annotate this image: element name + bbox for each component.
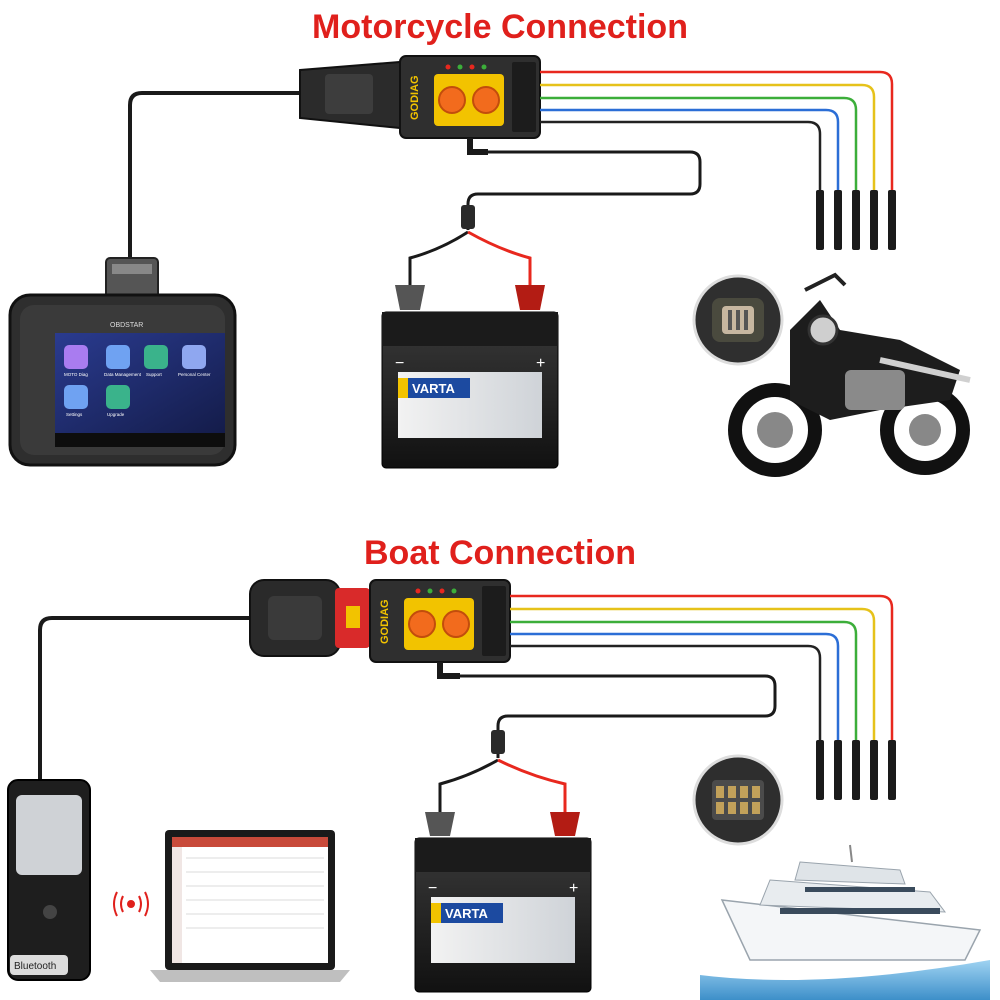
battery-top: − + VARTA xyxy=(381,311,559,469)
bluetooth-label: Bluetooth xyxy=(14,961,56,972)
varta-brand-label-bottom: VARTA xyxy=(445,906,488,921)
motorcycle-connection-title: Motorcycle Connection xyxy=(312,8,688,46)
godiag-brand-label: GODIAG xyxy=(409,75,421,120)
app-label-data-management: Data Management xyxy=(104,372,142,377)
battery-pos-lead-bottom xyxy=(497,758,567,820)
app-icon-moto-diag[interactable] xyxy=(64,345,88,369)
wire-black-bottom xyxy=(510,644,822,742)
app-icon-settings[interactable] xyxy=(64,385,88,409)
app-label-upgrade: Upgrade xyxy=(107,412,125,417)
godiag-breakout-box-top: GODIAG xyxy=(399,55,541,155)
can-button[interactable] xyxy=(438,86,466,114)
boat-connection-title: Boat Connection xyxy=(364,534,636,572)
power-cable-top xyxy=(466,150,702,230)
vci-cable xyxy=(38,616,250,785)
battery-minus-label: − xyxy=(395,355,404,372)
wire-green-bottom xyxy=(510,620,858,742)
battery-bottom: − + VARTA xyxy=(414,837,592,993)
wire-yellow-top xyxy=(540,83,876,192)
app-icon-support[interactable] xyxy=(144,345,168,369)
wire-blue-bottom xyxy=(510,632,840,742)
wire-black-top xyxy=(540,120,822,192)
clamp-pos-bottom xyxy=(550,812,580,836)
varta-brand-label: VARTA xyxy=(412,381,455,396)
battery-neg-lead-bottom xyxy=(438,758,499,820)
app-label-settings: Settings xyxy=(66,412,83,417)
wire-blue-top xyxy=(540,108,840,192)
wire-red-bottom xyxy=(510,594,894,742)
wire-yellow-bottom xyxy=(510,607,876,742)
app-icon-data-management[interactable] xyxy=(106,345,130,369)
clamp-neg-bottom xyxy=(425,812,455,836)
app-label-moto-diag: MOTO Diag xyxy=(64,372,88,377)
battery-plus-label-bottom: + xyxy=(569,880,578,897)
godiag-breakout-box-bottom: GODIAG xyxy=(369,579,511,679)
wire-green-top xyxy=(540,96,858,192)
app-label-support: Support xyxy=(146,372,163,377)
wireless-signal-icon xyxy=(113,891,149,917)
boat-fusebox-inset xyxy=(692,754,784,846)
probe-pins-bottom xyxy=(816,740,896,800)
kl-button[interactable] xyxy=(472,86,500,114)
wire-red-top xyxy=(540,70,894,192)
app-icon-upgrade[interactable] xyxy=(106,385,130,409)
boat-section: GODIAG xyxy=(7,579,990,1000)
laptop xyxy=(150,830,350,982)
battery-neg-lead-top xyxy=(408,230,469,290)
kl-button-bottom[interactable] xyxy=(442,610,470,638)
app-icon-personal-center[interactable] xyxy=(182,345,206,369)
motorcycle-image xyxy=(728,272,971,477)
clamp-pos-top xyxy=(515,285,545,310)
probe-pins-top xyxy=(816,190,896,250)
power-cable-bottom xyxy=(460,674,777,758)
yacht-image xyxy=(700,844,990,1000)
battery-pos-lead-top xyxy=(467,230,532,290)
motorcycle-connector-inset xyxy=(692,274,784,366)
tablet-cable xyxy=(128,91,300,262)
obdstar-tablet: OBDSTAR MOTO Diag Data Management Suppor… xyxy=(8,293,237,467)
app-label-personal-center: Personal Center xyxy=(178,372,211,377)
battery-minus-label-bottom: − xyxy=(428,880,437,897)
godiag-brand-label-bottom: GODIAG xyxy=(379,599,391,644)
motorcycle-section: GODIAG xyxy=(8,55,971,477)
battery-plus-label: + xyxy=(536,355,545,372)
vci-bluetooth-device: Bluetooth xyxy=(7,779,91,981)
tablet-brand-label: OBDSTAR xyxy=(110,322,143,329)
can-button-bottom[interactable] xyxy=(408,610,436,638)
clamp-neg-top xyxy=(395,285,425,310)
